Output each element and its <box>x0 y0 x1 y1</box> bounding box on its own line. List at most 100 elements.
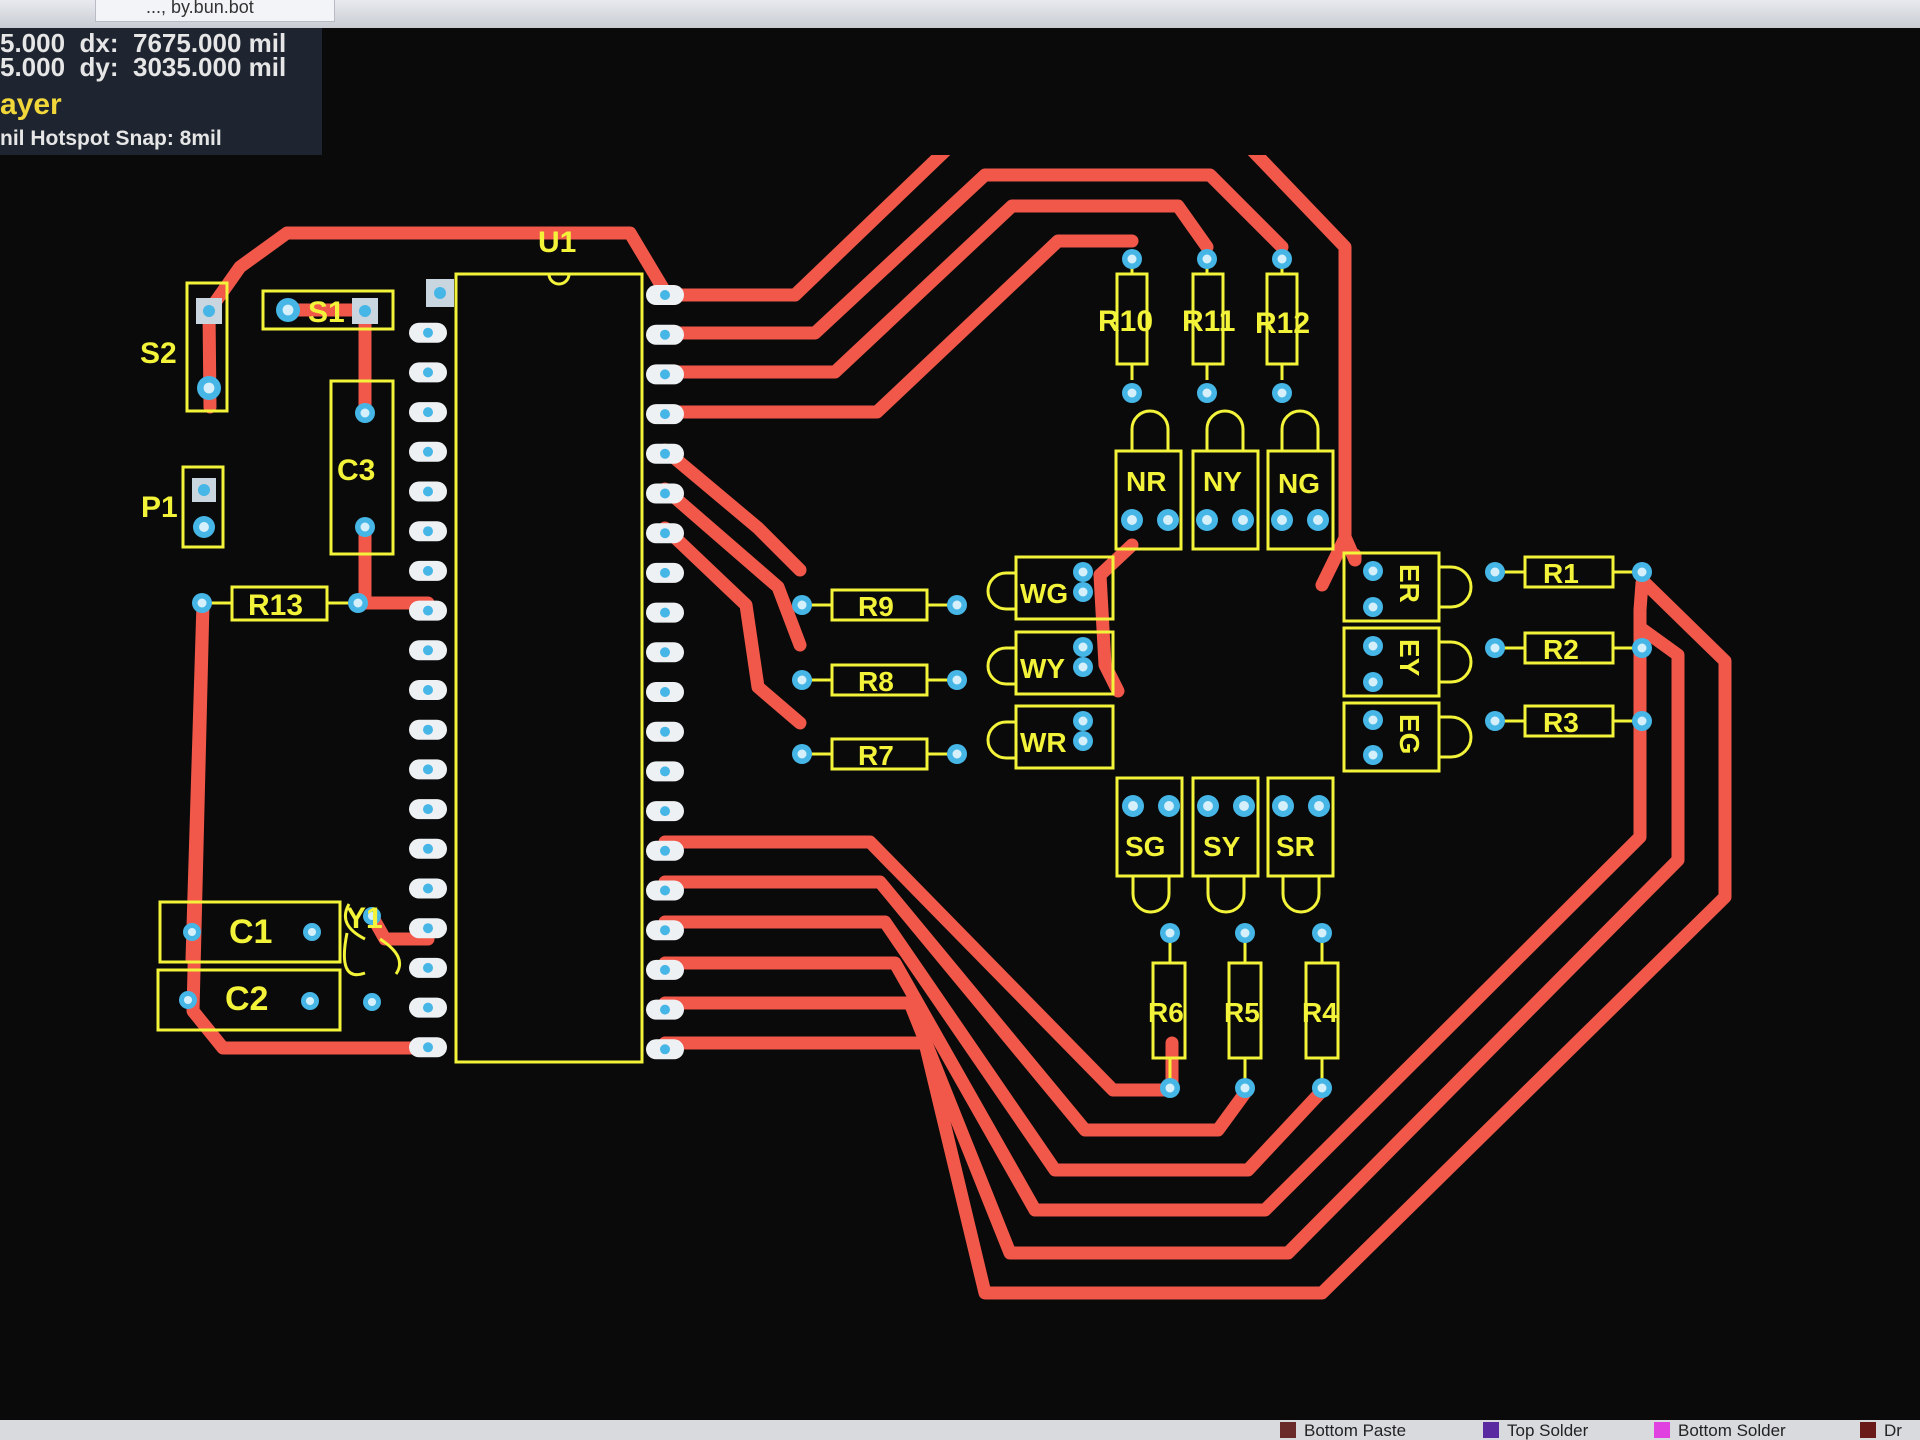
u1-outline[interactable] <box>454 272 644 1064</box>
pad-drill <box>1368 566 1378 576</box>
ey-outline[interactable] <box>1342 626 1441 698</box>
track[interactable] <box>1338 530 1362 567</box>
pad-drill <box>660 766 670 777</box>
pad-drill <box>660 1004 670 1015</box>
pad-drill <box>423 526 433 537</box>
pad-drill <box>360 522 370 532</box>
pad-drill <box>797 600 807 610</box>
pad-drill <box>660 488 670 499</box>
pcb-design-canvas[interactable]: U1 S1 S2 P1 C3 R13 C1 C2 Y1 R10 R11 R12 … <box>0 155 1920 1420</box>
pad-drill <box>660 567 670 578</box>
pad-drill <box>1078 736 1088 746</box>
r13-outline[interactable] <box>230 585 329 622</box>
legend-swatch <box>1483 1422 1499 1438</box>
pad-drill <box>1165 928 1175 938</box>
pad-drill <box>1637 716 1647 726</box>
s1-outline[interactable] <box>261 289 395 331</box>
ng-outline[interactable] <box>1266 449 1335 551</box>
ny-outline[interactable] <box>1191 449 1260 551</box>
wr-outline[interactable] <box>1014 704 1115 770</box>
wy-outline[interactable] <box>1014 630 1115 696</box>
document-tab-label: ..., by.bun.bot <box>146 0 254 17</box>
pad-drill <box>423 685 433 695</box>
label-r7: R7 <box>858 740 894 771</box>
track[interactable] <box>658 443 807 577</box>
pad-drill <box>1240 1083 1250 1093</box>
label-s1: S1 <box>308 296 345 329</box>
track[interactable] <box>658 915 1327 1177</box>
legend-top-solder[interactable]: Top Solder <box>1483 1422 1588 1440</box>
sy-outline[interactable] <box>1191 776 1260 878</box>
label-r1: R1 <box>1543 558 1579 589</box>
pad-drill <box>423 883 433 894</box>
er-outline[interactable] <box>1342 551 1441 623</box>
track[interactable] <box>658 199 1214 379</box>
readout-row-y: 5.000 dy: 3035.000 mil <box>0 52 286 83</box>
pad-drill <box>660 925 670 936</box>
legend-swatch <box>1280 1422 1296 1438</box>
pad-drill <box>1239 801 1249 811</box>
s2-outline[interactable] <box>185 281 229 413</box>
pad-drill <box>423 843 433 854</box>
track[interactable] <box>658 835 1179 1097</box>
track[interactable] <box>202 226 674 414</box>
track[interactable] <box>658 622 1685 1260</box>
component-labels: U1 S1 S2 P1 C3 R13 C1 C2 Y1 R10 R11 R12 … <box>140 226 1579 1028</box>
label-r2: R2 <box>1543 634 1579 665</box>
legend-bottom-solder[interactable]: Bottom Solder <box>1654 1422 1786 1440</box>
c1-outline[interactable] <box>158 900 342 964</box>
pad-drill <box>423 407 433 418</box>
track[interactable] <box>658 168 1289 340</box>
pad-drill <box>1313 515 1323 525</box>
label-ny: NY <box>1203 466 1242 497</box>
label-u1: U1 <box>538 226 576 259</box>
pad-drill <box>660 369 670 380</box>
track[interactable] <box>658 576 1649 1217</box>
pad-drill <box>952 675 962 685</box>
label-r12: R12 <box>1255 307 1310 340</box>
readout-dx-value: 7675.000 mil <box>132 28 287 58</box>
pad-drill <box>1163 515 1173 525</box>
p1-outline[interactable] <box>181 465 225 549</box>
pad-drill <box>660 329 670 340</box>
pad-drill <box>1490 716 1500 726</box>
pad-drill <box>1240 928 1250 938</box>
wg-outline[interactable] <box>1014 555 1115 621</box>
pad-drill <box>423 923 433 934</box>
sr-outline[interactable] <box>1266 776 1335 878</box>
pad-drill <box>423 804 433 815</box>
legend-bottom-paste[interactable]: Bottom Paste <box>1280 1422 1406 1440</box>
pad-drill <box>423 962 433 973</box>
pad-drill <box>1202 254 1212 264</box>
pad-drill <box>1637 567 1647 577</box>
pad-drill <box>1078 642 1088 652</box>
pad-drill <box>1164 801 1174 811</box>
document-tab[interactable]: ..., by.bun.bot <box>95 0 335 22</box>
pad-drill <box>434 287 446 299</box>
track[interactable] <box>658 482 807 652</box>
pcb-board[interactable]: U1 S1 S2 P1 C3 R13 C1 C2 Y1 R10 R11 R12 … <box>0 155 1920 1420</box>
label-r6: R6 <box>1148 997 1184 1028</box>
pad-drill <box>423 446 433 457</box>
track[interactable] <box>658 521 807 730</box>
label-s2: S2 <box>140 337 177 370</box>
pad-drill <box>797 675 807 685</box>
pad-drill <box>952 749 962 759</box>
track[interactable] <box>185 596 435 1055</box>
track[interactable] <box>658 234 1139 419</box>
readout-dy-label: dy: <box>79 52 119 82</box>
track[interactable] <box>658 875 1252 1137</box>
sg-outline[interactable] <box>1115 776 1184 878</box>
c2-outline[interactable] <box>156 968 342 1032</box>
track[interactable] <box>658 576 1732 1300</box>
nr-outline[interactable] <box>1114 449 1183 551</box>
label-sy: SY <box>1203 831 1241 862</box>
pad-drill <box>1078 567 1088 577</box>
eg-outline[interactable] <box>1342 701 1441 773</box>
legend-drill[interactable]: Dr <box>1860 1422 1902 1440</box>
readout-row-x: 5.000 dx: 7675.000 mil <box>0 28 286 59</box>
readout-x-value: 5.000 <box>0 28 66 58</box>
readout-dy-value: 3035.000 mil <box>132 52 287 82</box>
c3-outline[interactable] <box>329 379 395 556</box>
